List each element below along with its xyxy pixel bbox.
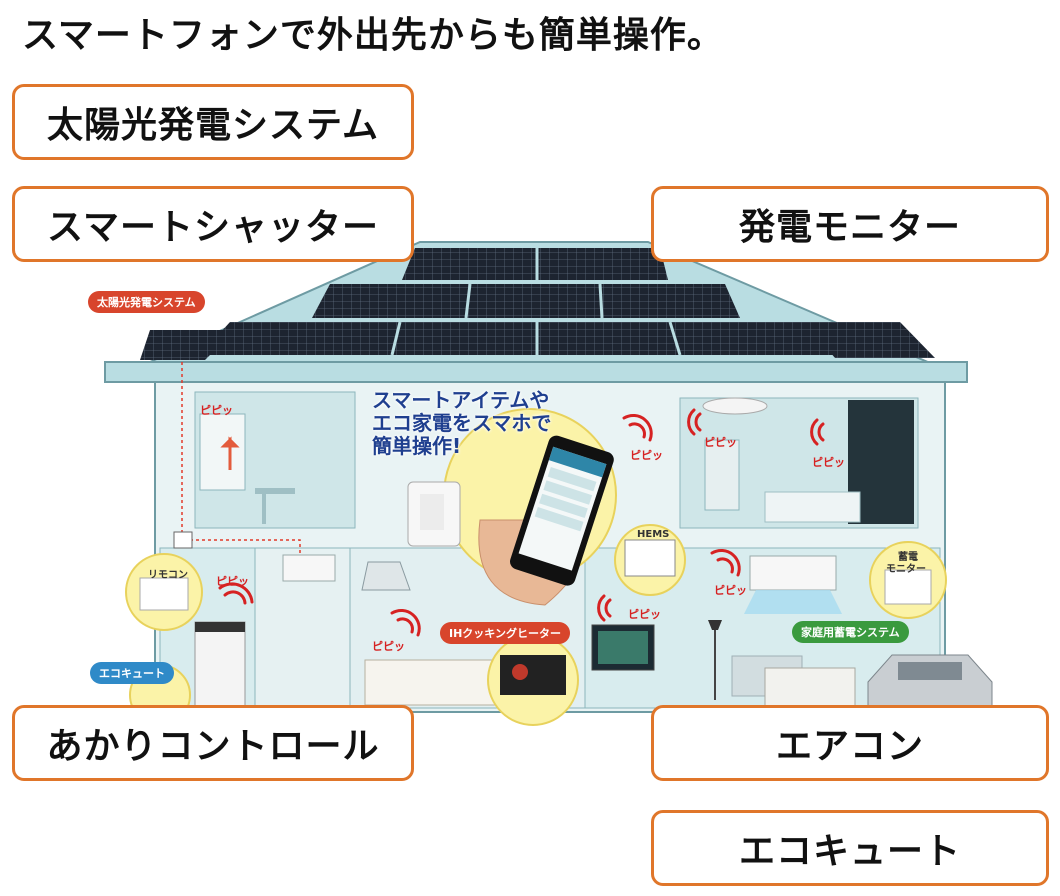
lighting-control-label: あかりコントロール [12,705,414,781]
beep-ecocute: ピピッ [216,575,249,588]
aircon-label: エアコン [651,705,1049,781]
beep-kitchen: ピピッ [372,640,405,653]
solar-tag: 太陽光発電システム [88,291,205,313]
solar-panels [140,248,935,360]
beep-upper-left: ピピッ [200,404,233,417]
solar-system-label: 太陽光発電システム [12,84,414,160]
power-monitor-label: 発電モニター [651,186,1049,262]
ecocute-tag: エコキュート [90,662,174,684]
center-callout: スマートアイテムや エコ家電をスマホで 簡単操作! [372,389,551,458]
ecocute-label: エコキュート [651,810,1049,886]
smart-shutter-label: スマートシャッター [12,186,414,262]
beep-light: ピピッ [704,436,737,449]
storage-monitor-label-1: 蓄電 [898,552,918,563]
remote-label: リモコン [148,570,188,581]
beep-center: ピピッ [630,449,663,462]
beep-aircon: ピピッ [714,584,747,597]
ih-tag: IHクッキングヒーター [440,622,570,644]
hems-label: HEMS [637,529,670,540]
callout-line-2: エコ家電をスマホで [372,411,552,435]
page-headline: スマートフォンで外出先からも簡単操作。 [22,15,724,56]
storage-tag: 家庭用蓄電システム [792,621,909,643]
storage-monitor-label-2: モニター [886,564,926,575]
beep-curtain: ピピッ [812,456,845,469]
callout-line-1: スマートアイテムや [372,388,550,412]
callout-line-3: 簡単操作! [372,434,462,458]
beep-tv: ピピッ [628,608,661,621]
